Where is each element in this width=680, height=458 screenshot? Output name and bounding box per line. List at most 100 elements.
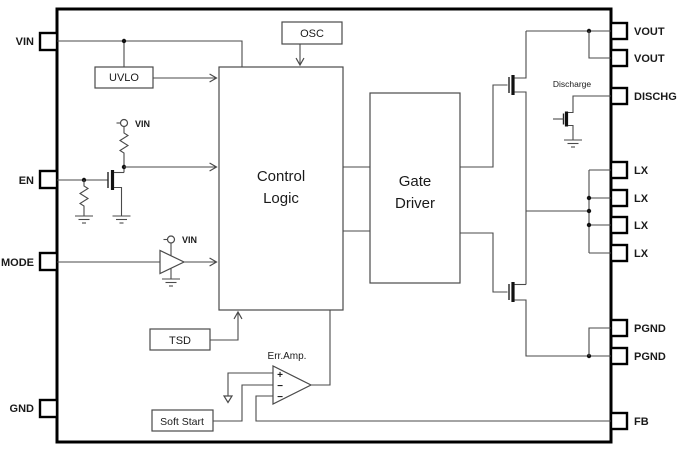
pin-lx3: LX bbox=[609, 215, 649, 235]
pin-vout2-pad bbox=[609, 48, 629, 68]
pin-fb: FB bbox=[609, 411, 649, 431]
osc-box bbox=[281, 21, 343, 45]
pin-en-pad bbox=[38, 169, 59, 190]
en-pullup-vin-label: VIN bbox=[135, 119, 150, 129]
osc-block: OSC bbox=[281, 21, 343, 45]
pin-mode: MODE bbox=[1, 251, 59, 272]
drain-lead bbox=[514, 31, 527, 79]
junction-dot bbox=[121, 38, 127, 44]
fb-input-wire bbox=[255, 395, 611, 422]
control-logic-box bbox=[218, 66, 344, 311]
vref-input-wire bbox=[227, 372, 273, 396]
soft-start-input-wire bbox=[213, 384, 273, 422]
highside-gate-wire bbox=[460, 84, 508, 168]
control-logic-label-line2: Logic bbox=[263, 190, 299, 207]
lowside-nmos-transistor bbox=[508, 282, 611, 357]
mode-buffer-vin-label: VIN bbox=[182, 235, 197, 245]
source-lead bbox=[514, 91, 527, 285]
err-amp-label: Err.Amp. bbox=[268, 351, 307, 362]
source-lead bbox=[514, 299, 611, 357]
vout2-stub bbox=[588, 31, 611, 59]
pin-lx2-pad bbox=[609, 188, 629, 208]
power-stage bbox=[460, 28, 611, 359]
pin-lx4-label: LX bbox=[634, 248, 649, 260]
highside-pmos-transistor bbox=[508, 31, 527, 285]
pin-vout1: VOUT bbox=[609, 21, 665, 41]
pin-pgnd2: PGND bbox=[609, 346, 666, 366]
pin-lx2-label: LX bbox=[634, 193, 649, 205]
pin-en-label: EN bbox=[19, 175, 34, 187]
vref-symbol bbox=[222, 395, 234, 404]
uvlo-label: UVLO bbox=[109, 72, 139, 84]
ground-symbol bbox=[111, 215, 132, 224]
tsd-label: TSD bbox=[169, 335, 191, 347]
pin-vin: VIN bbox=[16, 31, 59, 52]
vin-supply-terminal bbox=[166, 235, 176, 244]
pin-lx2: LX bbox=[609, 188, 649, 208]
pin-vin-label: VIN bbox=[16, 36, 34, 48]
error-amplifier: Err.Amp. + − − bbox=[213, 310, 611, 422]
pin-fb-pad bbox=[609, 411, 629, 431]
pin-lx4-pad bbox=[609, 243, 629, 263]
pin-mode-pad bbox=[38, 251, 59, 272]
pin-pgnd1-label: PGND bbox=[634, 323, 666, 335]
pin-lx1: LX bbox=[609, 160, 649, 180]
vin-wire bbox=[57, 40, 243, 67]
pin-pgnd1: PGND bbox=[609, 318, 666, 338]
ground-symbol bbox=[563, 139, 583, 148]
en-nmos-transistor bbox=[107, 170, 132, 224]
uvlo-block: UVLO bbox=[94, 66, 154, 89]
pin-pgnd1-pad bbox=[609, 318, 629, 338]
osc-label: OSC bbox=[300, 28, 324, 40]
soft-start-label: Soft Start bbox=[160, 416, 204, 428]
en-pullup-resistor bbox=[118, 126, 130, 173]
pin-lx3-pad bbox=[609, 215, 629, 235]
pin-dischg-pad bbox=[609, 86, 629, 106]
discharge-nmos-transistor bbox=[553, 111, 583, 148]
pin-vin-pad bbox=[38, 31, 59, 52]
err-amp-minus-sign-mid: − bbox=[277, 381, 283, 392]
dischg-wire bbox=[568, 95, 611, 114]
pin-vout2-label: VOUT bbox=[634, 53, 665, 65]
pin-gnd-label: GND bbox=[10, 403, 35, 415]
gate-driver-label-line2: Driver bbox=[395, 195, 435, 212]
pin-pgnd2-pad bbox=[609, 346, 629, 366]
mode-buffer-triangle bbox=[159, 249, 186, 275]
soft-start-block: Soft Start bbox=[151, 409, 214, 432]
err-amp-minus-sign-bot: − bbox=[277, 392, 283, 403]
en-pulldown-resistor bbox=[78, 180, 90, 216]
err-amp-output-wire bbox=[311, 310, 331, 386]
pin-mode-label: MODE bbox=[1, 257, 34, 269]
pin-dischg: DISCHG bbox=[609, 86, 677, 106]
source-lead bbox=[568, 124, 574, 140]
pin-dischg-label: DISCHG bbox=[634, 91, 677, 103]
junction-dot bbox=[586, 195, 592, 201]
pin-lx4: LX bbox=[609, 243, 649, 263]
vin-net bbox=[57, 38, 243, 83]
source-lead bbox=[114, 186, 123, 216]
err-amp-plus-sign: + bbox=[277, 370, 283, 381]
discharge-circuit: Discharge bbox=[553, 79, 611, 148]
gate-driver-box bbox=[369, 92, 461, 284]
pin-lx3-label: LX bbox=[634, 220, 649, 232]
ground-symbol bbox=[74, 215, 94, 224]
tsd-to-control-arrow bbox=[210, 310, 243, 341]
pin-gnd-pad bbox=[38, 398, 59, 419]
control-logic-block: Control Logic bbox=[218, 66, 344, 311]
pin-pgnd2-label: PGND bbox=[634, 351, 666, 363]
mode-input-circuit: VIN bbox=[57, 235, 218, 287]
discharge-label: Discharge bbox=[553, 79, 592, 89]
gate-driver-label-line1: Gate bbox=[399, 173, 432, 190]
junction-dot bbox=[586, 208, 592, 214]
lowside-gate-wire bbox=[460, 232, 508, 293]
pin-lx1-label: LX bbox=[634, 165, 649, 177]
pin-fb-label: FB bbox=[634, 416, 649, 428]
tsd-block: TSD bbox=[149, 328, 211, 351]
junction-dot bbox=[586, 222, 592, 228]
vin-supply-terminal bbox=[119, 118, 129, 128]
pin-vout2: VOUT bbox=[609, 48, 665, 68]
pgnd1-stub bbox=[588, 327, 611, 356]
pin-gnd: GND bbox=[10, 398, 59, 419]
